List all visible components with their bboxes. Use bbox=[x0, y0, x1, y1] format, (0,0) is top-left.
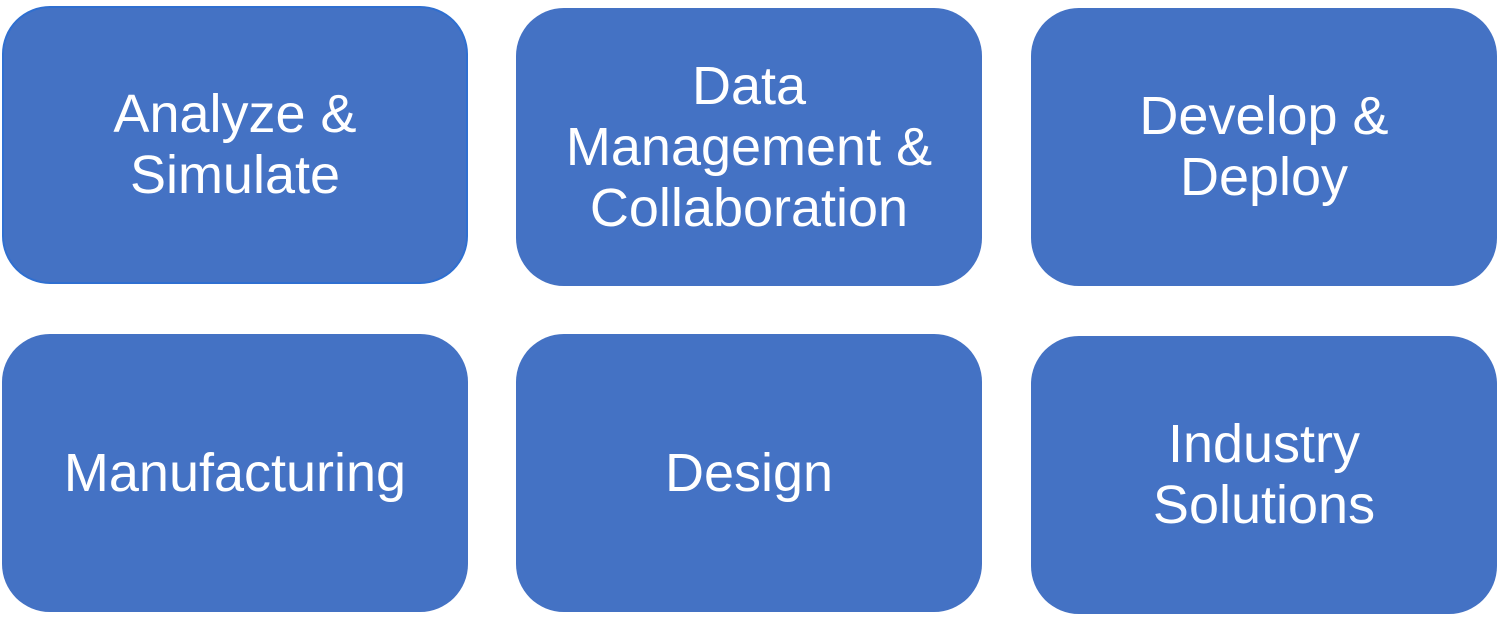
tile-label: Manufacturing bbox=[63, 442, 407, 503]
tile-manufacturing[interactable]: Manufacturing bbox=[2, 334, 468, 612]
tile-industry-solutions[interactable]: Industry Solutions bbox=[1031, 336, 1497, 614]
tile-develop-deploy[interactable]: Develop & Deploy bbox=[1031, 8, 1497, 286]
tile-design[interactable]: Design bbox=[516, 334, 982, 612]
tile-label: Design bbox=[664, 442, 834, 503]
tile-label: Develop & Deploy bbox=[1139, 86, 1389, 207]
tile-label: Analyze & Simulate bbox=[113, 84, 357, 205]
tile-analyze-simulate[interactable]: Analyze & Simulate bbox=[2, 6, 468, 284]
tile-data-management-collaboration[interactable]: Data Management & Collaboration bbox=[516, 8, 982, 286]
tile-label: Data Management & Collaboration bbox=[565, 55, 933, 238]
tile-label: Industry Solutions bbox=[1152, 414, 1376, 535]
